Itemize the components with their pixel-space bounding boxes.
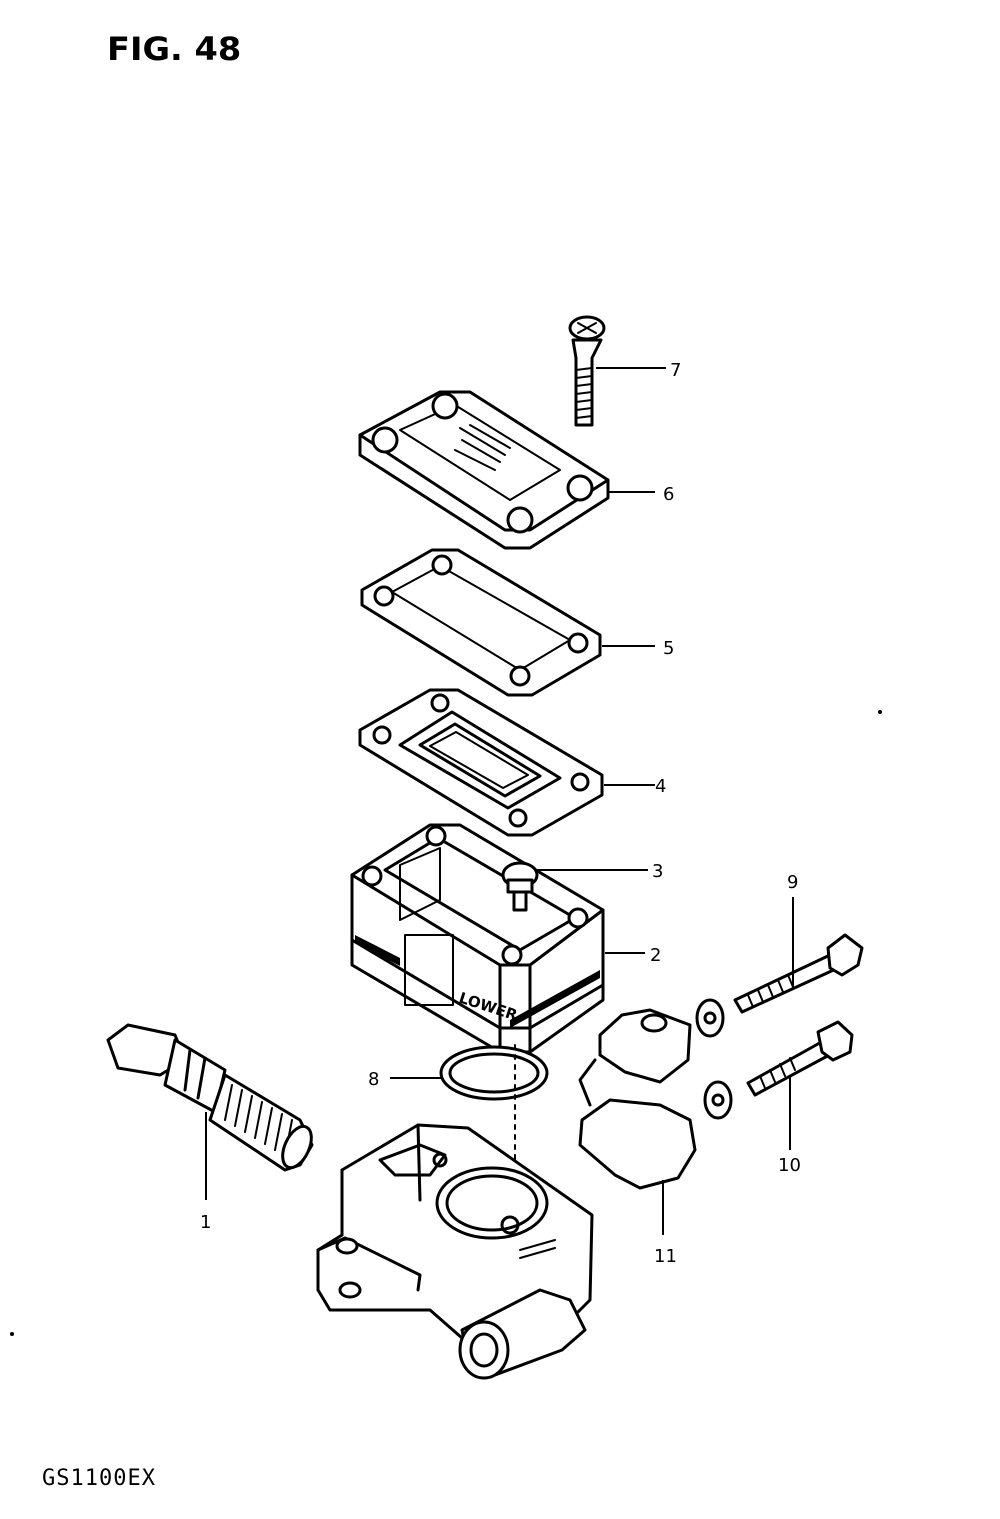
- part-5-gasket: [360, 548, 602, 697]
- part-6-reservoir-cap: [358, 390, 610, 550]
- callout-3: 3: [652, 861, 663, 882]
- speck: [878, 710, 882, 714]
- speck: [10, 1332, 14, 1336]
- callout-8: 8: [368, 1069, 379, 1090]
- part-3-screw: [501, 861, 539, 912]
- callout-4: 4: [655, 776, 666, 797]
- callout-9: 9: [787, 872, 798, 893]
- callout-5: 5: [663, 638, 674, 659]
- model-code: GS1100EX: [42, 1466, 156, 1491]
- master-cylinder-body: [316, 1123, 594, 1380]
- part-10-bolt: [703, 1020, 854, 1120]
- part-7-screw: [568, 315, 606, 427]
- callout-2: 2: [650, 945, 661, 966]
- leader-lines: [205, 367, 794, 1235]
- cap-embossed-text: [454, 424, 511, 471]
- callout-1: 1: [200, 1212, 211, 1233]
- callout-7: 7: [670, 360, 681, 381]
- part-1-piston-assembly: [106, 1023, 314, 1172]
- part-8-o-ring: [439, 1045, 549, 1101]
- callout-10: 10: [778, 1155, 801, 1176]
- callout-11: 11: [654, 1246, 677, 1267]
- figure-title: FIG. 48: [107, 30, 242, 68]
- part-9-bolt: [695, 933, 864, 1038]
- part-4-diaphragm: [358, 688, 604, 837]
- part-11-clamp: [578, 1008, 697, 1190]
- part-2-reservoir-body: LOWER: [350, 823, 605, 1054]
- callout-6: 6: [663, 484, 674, 505]
